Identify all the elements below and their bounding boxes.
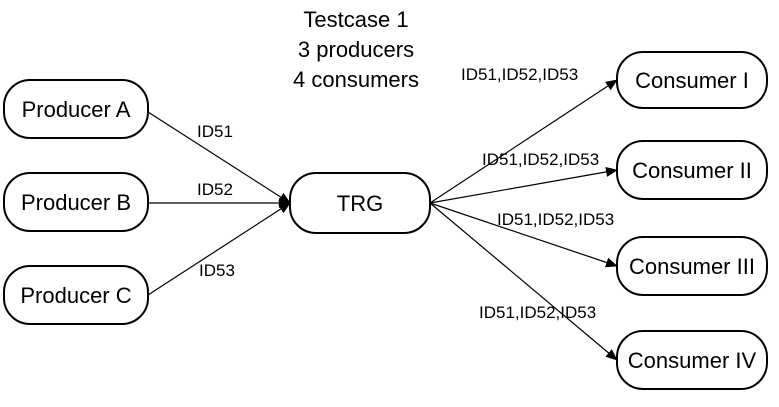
edge-label-c3: ID51,ID52,ID53 (497, 210, 614, 229)
trg-label: TRG (337, 191, 383, 216)
node-consumer-2: Consumer II (616, 140, 768, 200)
title-line-3: 4 consumers (293, 67, 419, 92)
node-consumer-3: Consumer III (616, 236, 768, 296)
consumer-3-label: Consumer III (629, 254, 755, 279)
node-producer-b: Producer B (3, 172, 149, 232)
edge-a-to-trg (147, 111, 291, 204)
node-producer-a: Producer A (3, 79, 149, 139)
edge-label-c4: ID51,ID52,ID53 (479, 303, 596, 322)
edge-label-a: ID51 (197, 122, 233, 141)
diagram-title: Testcase 1 3 producers 4 consumers (293, 7, 419, 92)
edges-in (147, 111, 291, 296)
consumer-1-label: Consumer I (635, 68, 749, 93)
node-producer-c: Producer C (3, 265, 149, 325)
producer-c-label: Producer C (20, 283, 131, 308)
edge-label-c2: ID51,ID52,ID53 (482, 150, 599, 169)
node-consumer-1: Consumer I (616, 51, 768, 109)
producer-b-label: Producer B (21, 190, 131, 215)
edge-trg-to-c2 (429, 166, 618, 204)
producer-a-label: Producer A (22, 97, 131, 122)
node-consumer-4: Consumer IV (616, 330, 768, 390)
edge-trg-to-c3 (429, 202, 618, 268)
consumer-4-label: Consumer IV (628, 348, 757, 373)
edge-c-to-trg (147, 202, 291, 296)
consumer-2-label: Consumer II (632, 158, 752, 183)
node-trg: TRG (289, 172, 431, 234)
edges-out (429, 79, 618, 361)
title-line-2: 3 producers (298, 37, 414, 62)
edge-trg-to-c4 (429, 202, 618, 361)
edge-labels: ID51 ID52 ID53 ID51,ID52,ID53 ID51,ID52,… (197, 65, 614, 322)
edge-label-c: ID53 (199, 261, 235, 280)
edge-label-c1: ID51,ID52,ID53 (461, 65, 578, 84)
edge-trg-to-c1 (429, 79, 618, 204)
edge-label-b: ID52 (197, 180, 233, 199)
title-line-1: Testcase 1 (303, 7, 408, 32)
